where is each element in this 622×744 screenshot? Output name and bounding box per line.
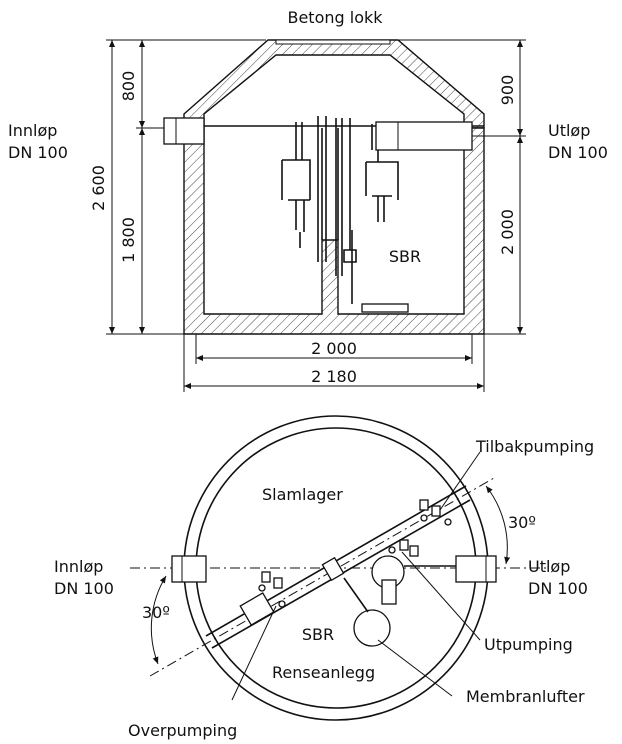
angle-right-label: 30º: [508, 513, 536, 532]
lid-opening: [275, 39, 391, 45]
return-pump-label: Tilbakpumping: [475, 437, 594, 456]
inlet-pipe: [163, 117, 205, 145]
dim-top-right: 900: [498, 75, 517, 106]
section-inlet-label: Innløp: [8, 121, 57, 140]
return-pump-fittings: [419, 499, 452, 526]
plan-inlet-size: DN 100: [54, 579, 114, 598]
sbr-chamber-label: SBR: [389, 247, 421, 266]
membrane-diffuser: [353, 609, 391, 647]
outpump-leader: [401, 551, 481, 641]
overpump-label: Overpumping: [128, 721, 237, 740]
overpump-leader: [231, 605, 277, 701]
dim-bottom-left: 1 800: [119, 217, 138, 263]
sbr-floor-unit: [361, 303, 409, 313]
angle-arc-right: [485, 485, 511, 565]
dim-bottom-right: 2 000: [498, 209, 517, 255]
sbr-plan-label: SBR: [302, 625, 334, 644]
plan-outlet-pipe: [455, 555, 497, 583]
angle-left-label: 30º: [142, 603, 170, 622]
overpump-fittings: [258, 571, 286, 608]
tank-walls: [183, 127, 485, 335]
dim-outer-width: 2 180: [311, 367, 357, 386]
plan-inlet-label: Innløp: [54, 557, 103, 576]
membrane-supply-line: [343, 577, 369, 613]
left-pump-assembly: [281, 122, 311, 248]
overpump-housing: [239, 592, 275, 626]
outpump-label: Utpumping: [484, 635, 573, 654]
outpump-fittings: [388, 539, 419, 557]
membrane-leader: [377, 639, 453, 697]
plan-outlet-label: Utløp: [528, 557, 570, 576]
membrane-label: Membranlufter: [466, 687, 585, 706]
outpump-riser: [381, 579, 397, 605]
section-outlet-label: Utløp: [548, 121, 590, 140]
central-pipes: [317, 116, 357, 276]
concrete-lid: [183, 39, 485, 129]
angle-arc-left: [150, 575, 167, 665]
plan-view: Tilbakpumping Slamlager 30º Innløp DN 10…: [54, 415, 594, 740]
lid-label: Betong lokk: [287, 8, 383, 27]
outlet-pipe: [375, 121, 473, 151]
section-view: Betong lokk SBR Innløp DN 100 Utløp DN: [8, 8, 608, 392]
wall-opening: [321, 556, 345, 582]
plan-outlet-size: DN 100: [528, 579, 588, 598]
right-pump-assembly: [365, 124, 399, 222]
dim-total-height: 2 600: [89, 165, 108, 211]
section-inlet-size: DN 100: [8, 143, 68, 162]
plant-label: Renseanlegg: [272, 663, 375, 682]
sludge-label: Slamlager: [262, 485, 343, 504]
plan-diagonal-axis: [149, 477, 495, 677]
section-outlet-size: DN 100: [548, 143, 608, 162]
return-pump-leader: [439, 451, 481, 511]
dim-top-left: 800: [119, 71, 138, 102]
plan-inlet-pipe: [171, 555, 207, 583]
dim-inner-width: 2 000: [311, 339, 357, 358]
